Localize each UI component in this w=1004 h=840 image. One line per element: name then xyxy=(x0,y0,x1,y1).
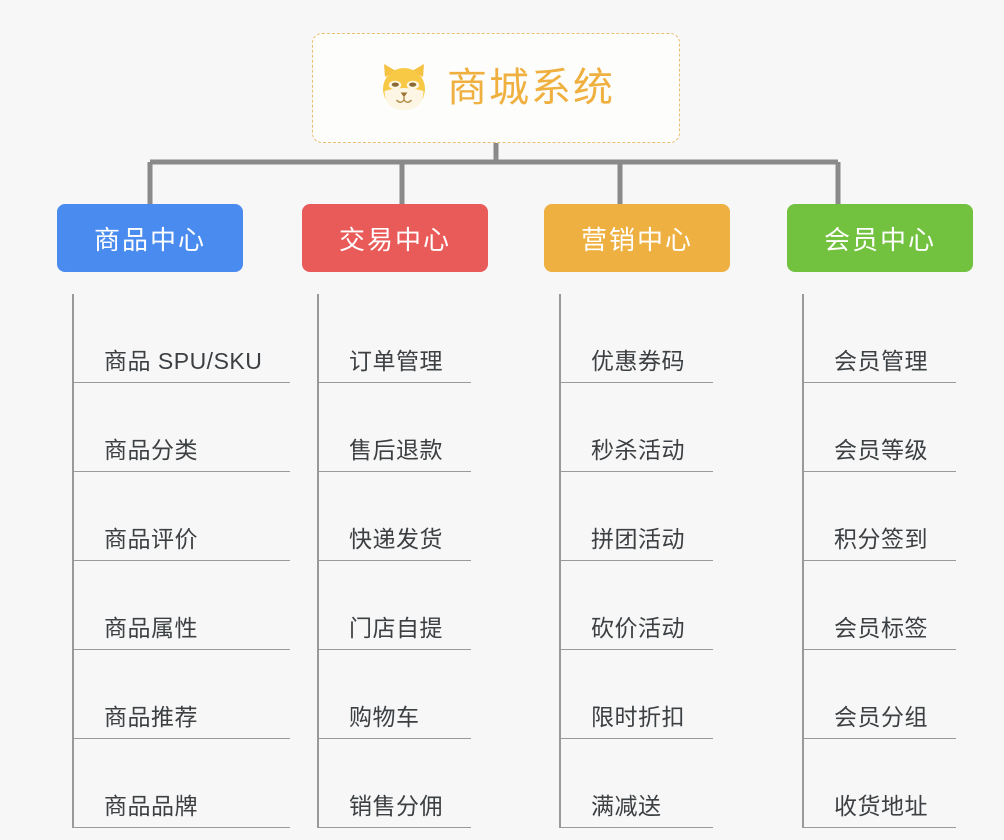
leaf-item-label: 会员标签 xyxy=(834,614,928,641)
leaf-item[interactable]: 会员管理 xyxy=(804,294,956,383)
leaf-item-label: 商品评价 xyxy=(104,525,198,552)
leaf-item[interactable]: 购物车 xyxy=(319,650,471,739)
leaf-item[interactable]: 限时折扣 xyxy=(561,650,713,739)
leaf-item-label: 快递发货 xyxy=(349,525,443,552)
leaf-item[interactable]: 快递发货 xyxy=(319,472,471,561)
leaf-item[interactable]: 拼团活动 xyxy=(561,472,713,561)
leaf-item[interactable]: 门店自提 xyxy=(319,561,471,650)
category-column-营销中心: 营销中心 优惠券码 秒杀活动 拼团活动 砍价活动 限时折扣 xyxy=(502,204,753,828)
leaf-item[interactable]: 收货地址 xyxy=(804,739,956,828)
leaf-list-marketing: 优惠券码 秒杀活动 拼团活动 砍价活动 限时折扣 满减送 xyxy=(559,294,713,828)
leaf-item[interactable]: 商品品牌 xyxy=(74,739,291,828)
category-header-trade[interactable]: 交易中心 xyxy=(302,204,488,272)
leaf-item-label: 商品推荐 xyxy=(104,703,198,730)
leaf-item-label: 满减送 xyxy=(591,792,662,819)
leaf-item[interactable]: 砍价活动 xyxy=(561,561,713,650)
root-title: 商城系统 xyxy=(447,66,615,110)
leaf-item[interactable]: 会员分组 xyxy=(804,650,956,739)
leaf-item[interactable]: 售后退款 xyxy=(319,383,471,472)
root-node[interactable]: 商城系统 xyxy=(312,33,680,143)
leaf-item-label: 商品分类 xyxy=(104,436,198,463)
leaf-item[interactable]: 商品 SPU/SKU xyxy=(74,294,291,383)
category-header-label: 交易中心 xyxy=(338,224,451,255)
leaf-item-label: 会员等级 xyxy=(834,436,928,463)
leaf-item-label: 商品属性 xyxy=(104,614,198,641)
category-header-label: 会员中心 xyxy=(823,224,936,255)
leaf-item-label: 商品 SPU/SKU xyxy=(104,347,263,374)
category-header-marketing[interactable]: 营销中心 xyxy=(544,204,730,272)
leaf-item[interactable]: 优惠券码 xyxy=(561,294,713,383)
leaf-item-label: 限时折扣 xyxy=(591,703,685,730)
leaf-item[interactable]: 商品评价 xyxy=(74,472,291,561)
leaf-item-label: 销售分佣 xyxy=(349,792,443,819)
leaf-list-trade: 订单管理 售后退款 快递发货 门店自提 购物车 销售分佣 xyxy=(317,294,471,828)
category-columns: 商品中心 商品 SPU/SKU 商品分类 商品评价 商品属性 商品推荐 xyxy=(0,204,1004,828)
leaf-item-label: 收货地址 xyxy=(834,792,928,819)
leaf-item[interactable]: 会员等级 xyxy=(804,383,956,472)
category-header-label: 营销中心 xyxy=(580,224,693,255)
leaf-item-label: 拼团活动 xyxy=(591,525,685,552)
leaf-item-label: 门店自提 xyxy=(349,614,443,641)
leaf-item[interactable]: 满减送 xyxy=(561,739,713,828)
category-header-member[interactable]: 会员中心 xyxy=(787,204,973,272)
leaf-item-label: 积分签到 xyxy=(834,525,928,552)
leaf-item[interactable]: 商品分类 xyxy=(74,383,291,472)
leaf-item-label: 售后退款 xyxy=(349,436,443,463)
leaf-item[interactable]: 秒杀活动 xyxy=(561,383,713,472)
leaf-item[interactable]: 销售分佣 xyxy=(319,739,471,828)
leaf-item-label: 秒杀活动 xyxy=(591,436,685,463)
leaf-item[interactable]: 商品属性 xyxy=(74,561,291,650)
leaf-list-member: 会员管理 会员等级 积分签到 会员标签 会员分组 收货地址 xyxy=(802,294,956,828)
leaf-item-label: 砍价活动 xyxy=(591,614,685,641)
category-column-交易中心: 交易中心 订单管理 售后退款 快递发货 门店自提 购物车 xyxy=(251,204,502,828)
leaf-item-label: 购物车 xyxy=(349,703,420,730)
category-header-product[interactable]: 商品中心 xyxy=(57,204,243,272)
leaf-item-label: 订单管理 xyxy=(349,347,443,374)
leaf-item-label: 优惠券码 xyxy=(591,347,685,374)
leaf-item[interactable]: 订单管理 xyxy=(319,294,471,383)
leaf-item-label: 会员分组 xyxy=(834,703,928,730)
leaf-item[interactable]: 积分签到 xyxy=(804,472,956,561)
category-column-会员中心: 会员中心 会员管理 会员等级 积分签到 会员标签 会员分组 xyxy=(753,204,1004,828)
leaf-item-label: 会员管理 xyxy=(834,347,928,374)
category-column-商品中心: 商品中心 商品 SPU/SKU 商品分类 商品评价 商品属性 商品推荐 xyxy=(0,204,291,828)
leaf-item[interactable]: 商品推荐 xyxy=(74,650,291,739)
leaf-item-label: 商品品牌 xyxy=(104,792,198,819)
category-header-label: 商品中心 xyxy=(93,224,206,255)
shiba-dog-face-icon xyxy=(377,61,431,115)
leaf-item[interactable]: 会员标签 xyxy=(804,561,956,650)
leaf-list-product: 商品 SPU/SKU 商品分类 商品评价 商品属性 商品推荐 商品品牌 xyxy=(72,294,291,828)
